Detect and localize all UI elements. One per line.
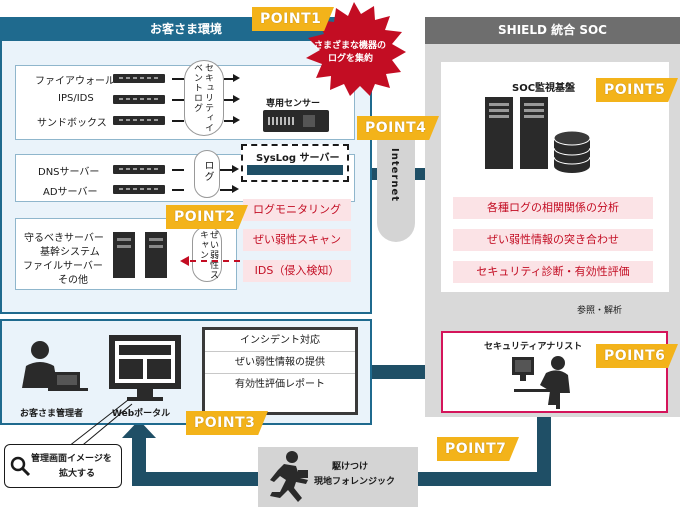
log-line-3 — [172, 120, 184, 122]
security-event-log-label: セキュリティイベントログ — [192, 63, 213, 133]
dns-log-line — [172, 169, 184, 171]
function-ids: IDS（侵入検知） — [243, 260, 351, 282]
red-dash-line — [190, 260, 240, 262]
point1-tag: POINT1 — [252, 7, 334, 31]
event-log-to-sensor-3 — [224, 120, 234, 122]
analyst-label: セキュリティアナリスト — [484, 342, 583, 352]
dns-server-icon — [113, 165, 165, 174]
log-line-1 — [172, 78, 184, 80]
log-label: ログ — [202, 160, 213, 182]
log-line-2 — [172, 99, 184, 101]
function-vuln-scan: ぜい弱性スキャン — [243, 229, 351, 251]
protect-label-1: 基幹システム — [40, 247, 100, 258]
analysis-correlation: 各種ログの相関関係の分析 — [453, 197, 653, 219]
web-portal-icon — [109, 335, 181, 401]
ref-analysis-label: 参照・解析 — [577, 306, 623, 316]
log-to-syslog-2 — [220, 189, 232, 191]
service-effectiveness-report: 有効性評価レポート — [235, 379, 325, 390]
service-incident-response: インシデント対応 — [205, 330, 355, 352]
device-label-ips: IPS/IDS — [58, 93, 94, 104]
syslog-label: SysLog サーバー — [256, 153, 340, 164]
magnifier-icon — [10, 456, 31, 477]
device-label-sandbox: サンドボックス — [37, 118, 107, 129]
arrow-right-icon — [233, 74, 240, 82]
device-label-firewall: ファイアウォール — [35, 76, 115, 87]
security-event-log-oval — [184, 60, 224, 136]
database-icon — [553, 130, 591, 173]
point6-tag: POINT6 — [596, 344, 678, 368]
sensor-label: 専用センサー — [266, 99, 321, 109]
vuln-scan-oval — [192, 226, 222, 282]
protect-label-2: ファイルサーバー — [23, 261, 103, 272]
analysis-diagnosis: セキュリティ診断・有効性評価 — [453, 261, 653, 283]
ips-device-icon — [113, 95, 165, 104]
point7-tag: POINT7 — [437, 437, 519, 461]
burst-text-1: さまざまな機器の — [314, 41, 387, 51]
log-to-syslog-1 — [220, 169, 232, 171]
syslog-bar — [247, 165, 343, 175]
point3-tag: POINT3 — [186, 411, 268, 435]
server-label-ad: ADサーバー — [43, 187, 98, 198]
soc-server-tower-icon — [485, 97, 513, 169]
sensor-device-icon — [263, 110, 329, 132]
protect-label-0: 守るべきサーバー — [24, 233, 104, 244]
syslog-server-box — [241, 144, 349, 182]
point4-tag: POINT4 — [357, 116, 439, 140]
arrow-right-icon — [232, 185, 239, 193]
service-vuln-info: ぜい弱性情報の提供 — [205, 352, 355, 374]
arrow-right-icon — [232, 165, 239, 173]
ad-log-line — [172, 189, 184, 191]
vuln-scan-label: ぜい弱性スキャン — [198, 230, 218, 280]
red-arrow-left-icon — [180, 256, 189, 266]
point2-tag: POINT2 — [166, 205, 248, 229]
firewall-device-icon — [113, 74, 165, 83]
burst-text-2: ログを集約 — [328, 54, 374, 64]
running-person-icon — [270, 451, 308, 502]
arrow-right-icon — [233, 116, 240, 124]
arrow-right-icon — [233, 95, 240, 103]
soc-title: SHIELD 統合 SOC — [425, 17, 680, 44]
server-label-dns: DNSサーバー — [38, 167, 100, 178]
admin-label: お客さま管理者 — [20, 409, 84, 419]
log-oval — [194, 150, 220, 198]
soc-server-tower-icon — [520, 97, 548, 169]
services-list-box: インシデント対応 ぜい弱性情報の提供 有効性評価レポート — [202, 327, 358, 415]
protect-label-3: その他 — [58, 275, 88, 286]
forensic-text-1: 駆けつけ — [332, 462, 369, 472]
zoom-text-2: 拡大する — [59, 469, 96, 479]
ad-server-icon — [113, 185, 165, 194]
collect-logs-burst — [306, 2, 406, 96]
function-log-monitoring: ログモニタリング — [243, 199, 351, 221]
sandbox-device-icon — [113, 116, 165, 125]
tower-server-icon — [145, 232, 167, 278]
tower-server-icon — [113, 232, 135, 278]
event-log-to-sensor-1 — [224, 78, 234, 80]
admin-person-icon — [22, 341, 88, 391]
analysis-vuln-matching: ぜい弱性情報の突き合わせ — [453, 229, 653, 251]
zoom-text-1: 管理画面イメージを — [31, 454, 112, 464]
point5-tag: POINT5 — [596, 78, 678, 102]
soc-platform-label: SOC監視基盤 — [512, 83, 576, 94]
internet-label: Internet — [389, 148, 400, 203]
web-portal-label: Webポータル — [112, 409, 171, 419]
event-log-to-sensor-2 — [224, 99, 234, 101]
forensic-text-2: 現地フォレンジック — [314, 477, 396, 487]
analyst-person-icon — [512, 356, 570, 409]
